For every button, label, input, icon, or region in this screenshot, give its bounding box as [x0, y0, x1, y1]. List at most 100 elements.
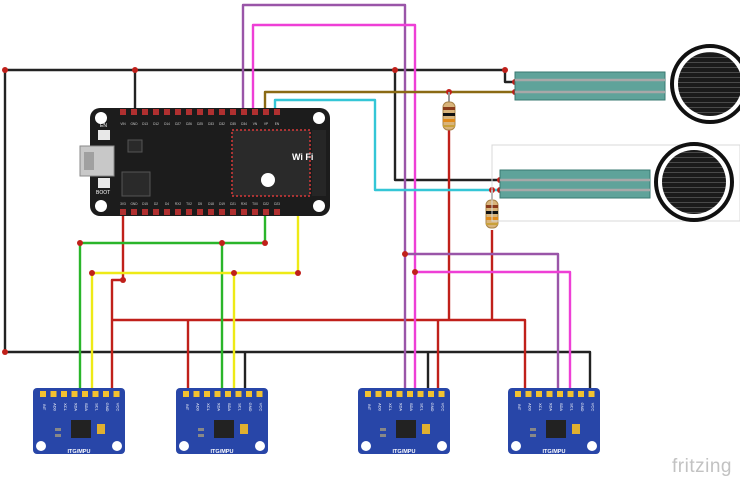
esp-top-pin[interactable] — [153, 109, 159, 115]
esp-top-pin[interactable] — [241, 109, 247, 115]
mpu-pin[interactable] — [578, 391, 584, 397]
esp-bottom-pin[interactable] — [208, 209, 214, 215]
wire-olive-fsr1[interactable] — [263, 90, 515, 112]
mpu-pin[interactable] — [536, 391, 542, 397]
esp-top-pin[interactable] — [252, 109, 258, 115]
esp-bottom-pin[interactable] — [241, 209, 247, 215]
esp-bottom-pin[interactable] — [230, 209, 236, 215]
wire-black-fsr2-gnd[interactable] — [393, 70, 500, 182]
fsr-sensor-1[interactable] — [514, 44, 740, 124]
mpu-pin[interactable] — [61, 391, 67, 397]
mpu-chip — [214, 420, 234, 438]
mpu-pin[interactable] — [183, 391, 189, 397]
mpu-pin[interactable] — [82, 391, 88, 397]
wire-black-gnd-left[interactable] — [3, 70, 592, 398]
esp-top-pin[interactable] — [208, 109, 214, 115]
esp-top-pin[interactable] — [142, 109, 148, 115]
esp-top-pin[interactable] — [120, 109, 126, 115]
en-button[interactable] — [98, 130, 110, 140]
wire-purple-mpu4[interactable] — [405, 252, 560, 398]
wire-cyan-fsr2[interactable] — [273, 98, 500, 192]
esp-top-pin[interactable] — [230, 109, 236, 115]
esp-top-pin[interactable] — [164, 109, 170, 115]
esp-bottom-pin-label: RX2 — [175, 202, 181, 206]
esp-bottom-pin[interactable] — [252, 209, 258, 215]
wire-magenta-top[interactable] — [251, 23, 417, 398]
mpu-pin[interactable] — [193, 391, 200, 397]
esp-top-pin[interactable] — [175, 109, 181, 115]
fsr-sensor-2[interactable] — [491, 142, 740, 222]
esp-top-pin[interactable] — [274, 109, 280, 115]
resistor-1[interactable] — [442, 92, 456, 131]
wire-purple-top[interactable] — [241, 3, 407, 398]
mpu-pin-label: GND — [430, 403, 435, 412]
mpu-pin[interactable] — [103, 391, 109, 397]
esp-bottom-pin[interactable] — [263, 209, 269, 215]
mpu-pin[interactable] — [50, 391, 57, 397]
mpu-pin-label: INT — [42, 404, 47, 411]
wire-black-gnd-main[interactable] — [5, 68, 515, 84]
esp-bottom-pin[interactable] — [274, 209, 280, 215]
mpu-pin[interactable] — [365, 391, 371, 397]
esp-top-pin-label: D34 — [241, 122, 247, 126]
esp-bottom-pin[interactable] — [164, 209, 170, 215]
boot-button[interactable] — [98, 178, 110, 188]
mpu-pin[interactable] — [71, 391, 78, 397]
mpu-pin[interactable] — [515, 391, 521, 397]
mpu-pin[interactable] — [567, 391, 574, 397]
mpu-pin[interactable] — [235, 391, 242, 397]
mpu-pin[interactable] — [204, 391, 210, 397]
esp-top-pin[interactable] — [186, 109, 192, 115]
esp-top-pin[interactable] — [219, 109, 225, 115]
wire-red-bus[interactable] — [112, 318, 527, 398]
esp-bottom-pin[interactable] — [131, 209, 137, 215]
esp-top-pin[interactable] — [131, 109, 137, 115]
mpu-pin[interactable] — [428, 391, 434, 397]
esp-bottom-pin[interactable] — [175, 209, 181, 215]
wire-green-sda[interactable] — [78, 212, 267, 398]
esp-bottom-pin[interactable] — [142, 209, 148, 215]
mpu-pin[interactable] — [407, 391, 413, 397]
esp-bottom-pin[interactable] — [197, 209, 203, 215]
mpu-pin[interactable] — [588, 391, 595, 397]
esp-bottom-pin[interactable] — [120, 209, 126, 215]
esp-bottom-pin[interactable] — [153, 209, 159, 215]
mpu-pin[interactable] — [525, 391, 532, 397]
mpu-pin-label: AD0 — [378, 403, 383, 412]
mpu-pin[interactable] — [386, 391, 392, 397]
mpu-pin[interactable] — [214, 391, 221, 397]
esp-bottom-pin-label: GND — [130, 202, 138, 206]
mpu-pin-label: XDA — [74, 403, 79, 412]
mpu-board-label: ITG/MPU — [393, 449, 416, 455]
mpu-pin[interactable] — [557, 391, 563, 397]
esp-top-pin[interactable] — [263, 109, 269, 115]
mpu-pin[interactable] — [246, 391, 252, 397]
mpu-pin[interactable] — [438, 391, 445, 397]
mpu-chip — [546, 420, 566, 438]
mpu-pin[interactable] — [92, 391, 99, 397]
mpu-pin[interactable] — [225, 391, 231, 397]
mpu-pin-label: XDA — [217, 403, 222, 412]
mpu-pin[interactable] — [375, 391, 382, 397]
wire-magenta-mpu4[interactable] — [415, 270, 572, 398]
wire-yellow-scl[interactable] — [90, 212, 300, 398]
esp-top-pin[interactable] — [197, 109, 203, 115]
mpu-pin[interactable] — [396, 391, 403, 397]
mpu-pin[interactable] — [546, 391, 553, 397]
esp-bottom-pin[interactable] — [186, 209, 192, 215]
wire-red-vin[interactable] — [110, 212, 125, 398]
mpu-pin-label: SCL — [570, 403, 575, 412]
esp-bottom-pin[interactable] — [219, 209, 225, 215]
mpu-pin[interactable] — [256, 391, 263, 397]
esp-bottom-pin-label: 3V3 — [120, 202, 126, 206]
mpu-pin[interactable] — [417, 391, 424, 397]
mpu-pin[interactable] — [113, 391, 120, 397]
mpu-pin-label: AD0 — [528, 403, 533, 412]
mpu-pin[interactable] — [40, 391, 46, 397]
